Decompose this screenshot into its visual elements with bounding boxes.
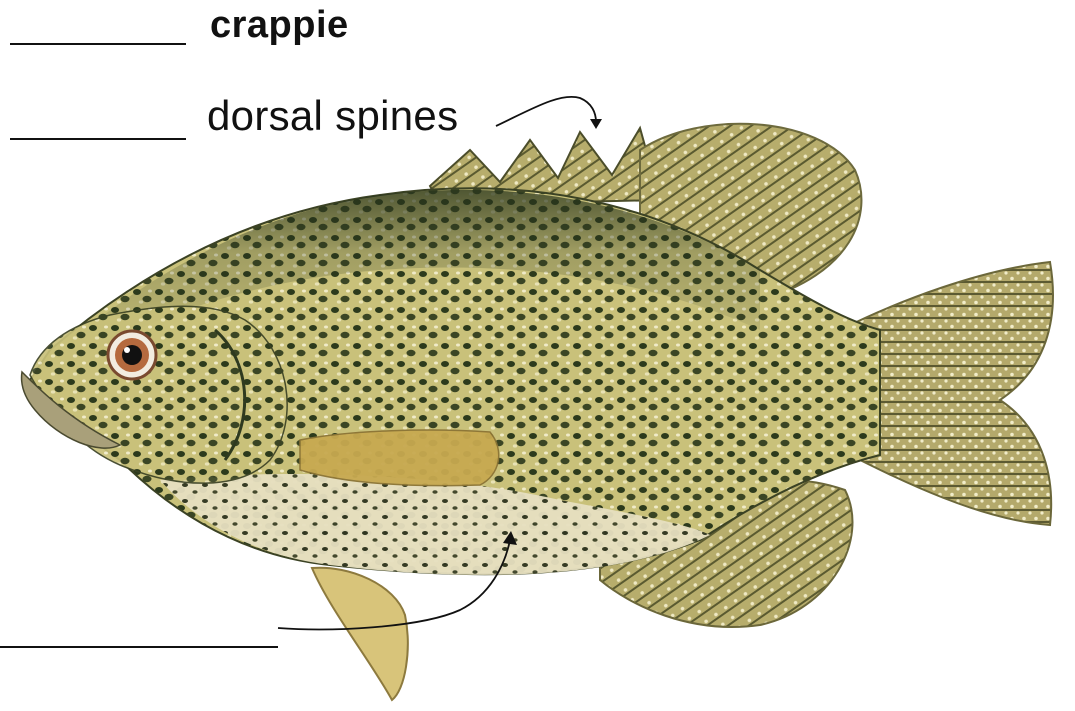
belly-arrow xyxy=(278,531,517,629)
dorsal-arrow xyxy=(496,97,602,129)
